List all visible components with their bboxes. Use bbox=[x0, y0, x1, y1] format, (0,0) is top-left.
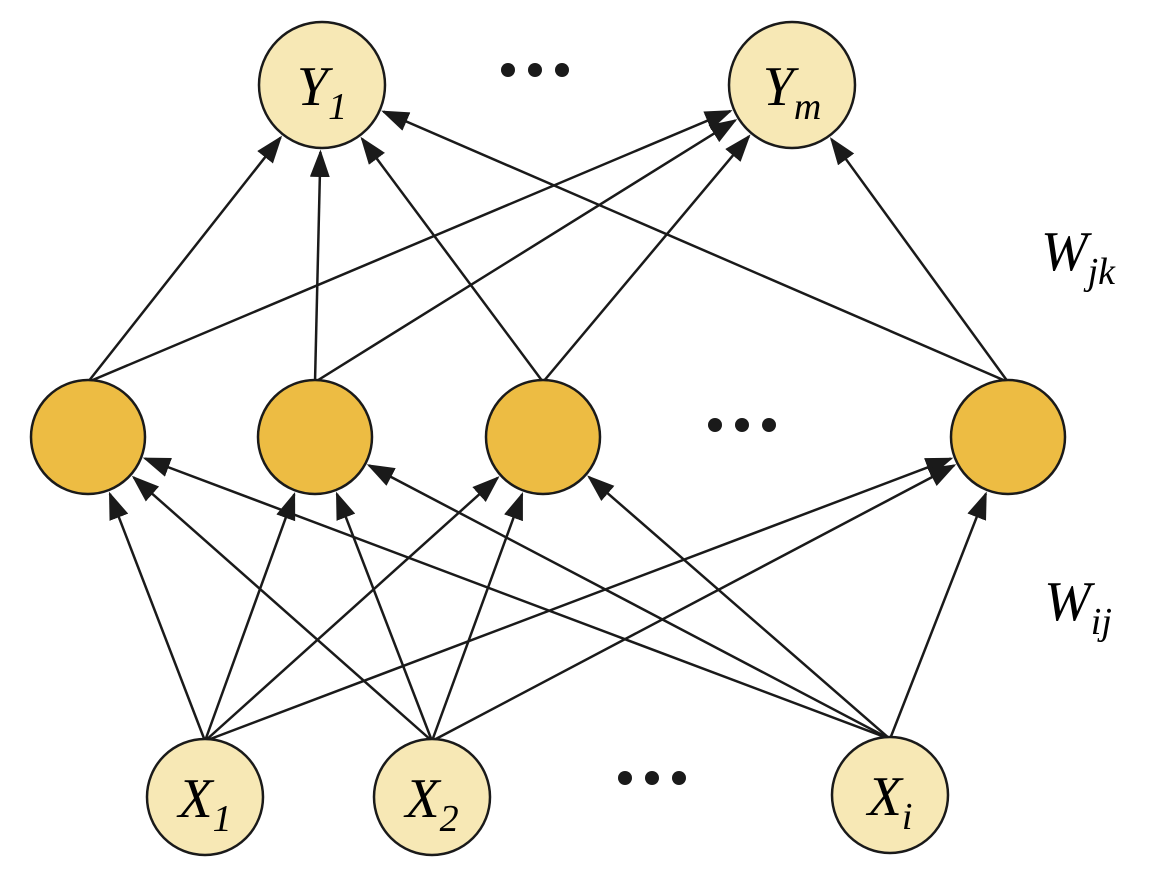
edge-x2-h2 bbox=[335, 491, 434, 742]
edge-x1-h3 bbox=[204, 476, 500, 742]
node-label-x1: X1 bbox=[176, 768, 231, 840]
node-h2 bbox=[256, 378, 374, 496]
edge-xi-h2 bbox=[366, 464, 891, 741]
node-h4 bbox=[949, 378, 1067, 496]
node-ym bbox=[727, 20, 857, 150]
edge-h2-y1 bbox=[309, 149, 330, 383]
node-x1 bbox=[145, 737, 265, 857]
edge-x2-h1 bbox=[131, 475, 433, 742]
node-xi bbox=[830, 735, 950, 855]
node-y1 bbox=[257, 20, 387, 150]
edge-x2-h3 bbox=[430, 491, 524, 742]
node-h3 bbox=[484, 378, 602, 496]
edge-layer bbox=[87, 109, 1010, 743]
node-label-ym: Ym bbox=[763, 56, 822, 128]
edge-h1-y1 bbox=[87, 135, 283, 383]
node-layer bbox=[29, 20, 1067, 857]
edge-h1-ym bbox=[87, 109, 733, 384]
weight-label-wjk: Wjk bbox=[1041, 221, 1116, 293]
edge-x2-h4 bbox=[431, 464, 957, 743]
edge-x1-h1 bbox=[108, 491, 207, 742]
edge-h3-y1 bbox=[360, 136, 545, 383]
dots-input bbox=[618, 771, 686, 785]
node-label-x2: X2 bbox=[403, 768, 458, 840]
node-label-xi: Xi bbox=[866, 766, 913, 838]
edge-x1-h2 bbox=[203, 492, 296, 742]
edge-h3-ym bbox=[542, 134, 751, 383]
node-h1 bbox=[29, 378, 147, 496]
edge-h4-y1 bbox=[381, 110, 1009, 384]
node-label-y1: Y1 bbox=[297, 56, 347, 128]
edge-xi-h3 bbox=[587, 475, 891, 740]
edge-xi-h1 bbox=[142, 457, 891, 741]
edge-xi-h4 bbox=[888, 491, 987, 740]
weight-label-wij: Wij bbox=[1044, 571, 1112, 643]
node-x2 bbox=[372, 737, 492, 857]
edge-h4-ym bbox=[829, 137, 1010, 383]
edge-h2-ym bbox=[314, 119, 738, 384]
dots-hidden bbox=[708, 418, 776, 432]
dots-output bbox=[501, 63, 569, 77]
edge-x1-h4 bbox=[204, 457, 954, 743]
